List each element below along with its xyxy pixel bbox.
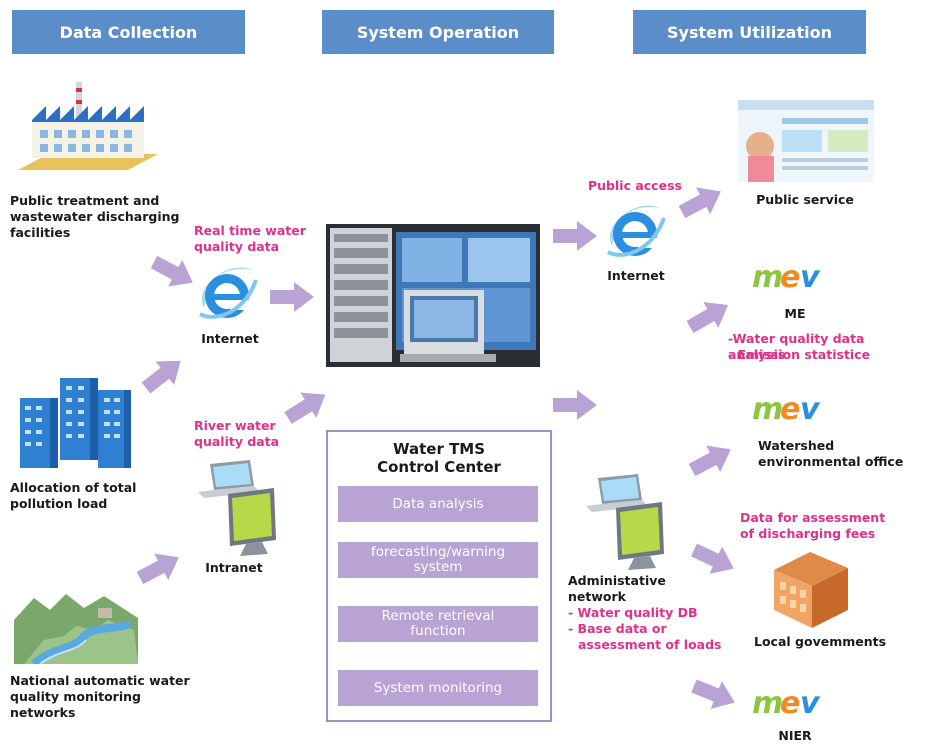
header-data-collection: Data Collection — [12, 10, 245, 54]
header-system-operation: System Operation — [322, 10, 554, 54]
river-icon — [14, 590, 138, 668]
server-icon — [326, 224, 540, 367]
ie-icon-right — [602, 200, 668, 262]
ctrl-item-data-analysis: Data analysis — [338, 486, 538, 522]
arrow-nier — [688, 672, 741, 717]
mev-logo-me: m e v — [752, 260, 820, 295]
label-me-note1: -Water quality data analysis — [728, 331, 865, 362]
label-local-govts: Local govemments — [754, 634, 887, 649]
ctrl-item-forecasting: forecasting/warning system — [338, 542, 538, 578]
laptop-icon — [198, 460, 260, 498]
label-fees-note: Data for assessment of discharging fees — [740, 510, 886, 541]
label-watershed: Watershed environmental office — [758, 438, 904, 469]
control-center-title-line1: Water TMS — [392, 440, 486, 458]
factory-icon — [18, 78, 158, 182]
intranet-computers — [190, 458, 280, 558]
label-river-data: River water quality data — [194, 418, 280, 449]
label-admin-db1: - Water quality DB — [568, 605, 698, 620]
ctrl-item-remote-retrieval: Remote retrieval function — [338, 606, 538, 642]
label-admin-network: Administative network — [568, 573, 666, 604]
control-center-title-line2: Control Center — [377, 458, 501, 476]
control-center-title: Water TMS Control Center — [328, 440, 550, 476]
mev-logo-nier: m e v — [752, 686, 820, 721]
label-allocation: Allocation of total pollution load — [10, 480, 137, 511]
arrow-allocation — [136, 349, 190, 400]
label-internet-left: Internet — [201, 331, 259, 346]
admin-computers — [578, 472, 668, 572]
label-realtime-data: Real time water quality data — [194, 223, 306, 254]
label-public-service: Public service — [756, 192, 854, 207]
monitor-icon — [228, 488, 276, 556]
label-public-access: Public access — [588, 178, 682, 193]
ie-icon — [194, 262, 260, 324]
arrow-networks — [132, 544, 186, 592]
arrow-server-to-internet — [553, 221, 597, 251]
label-intranet: Intranet — [205, 560, 263, 575]
label-admin-db3: assessment of loads — [578, 637, 722, 652]
ctrl-item-system-monitoring: System monitoring — [338, 670, 538, 706]
house-icon — [772, 548, 850, 628]
arrow-facilities — [146, 248, 200, 296]
arrow-local — [687, 536, 741, 583]
header-system-utilization: System Utilization — [633, 10, 866, 54]
label-nier: NIER — [778, 728, 812, 743]
buildings-icon — [20, 372, 132, 470]
control-center-panel: Water TMS Control Center Data analysis f… — [326, 430, 552, 722]
public-service-screenshot — [738, 100, 874, 182]
label-admin-db2: - Base data or — [568, 621, 667, 636]
mev-logo-watershed: m e v — [752, 392, 820, 427]
label-internet-right: Internet — [607, 268, 665, 283]
label-facilities: Public treatment and wastewater discharg… — [10, 193, 180, 240]
label-networks: National automatic water quality monitor… — [10, 673, 190, 720]
arrow-server-to-admin — [553, 390, 597, 420]
arrow-internet-to-server — [270, 282, 314, 312]
label-me-note2: - Emission statistice — [728, 347, 871, 362]
arrow-watershed — [684, 436, 738, 484]
label-me: ME — [784, 306, 806, 321]
